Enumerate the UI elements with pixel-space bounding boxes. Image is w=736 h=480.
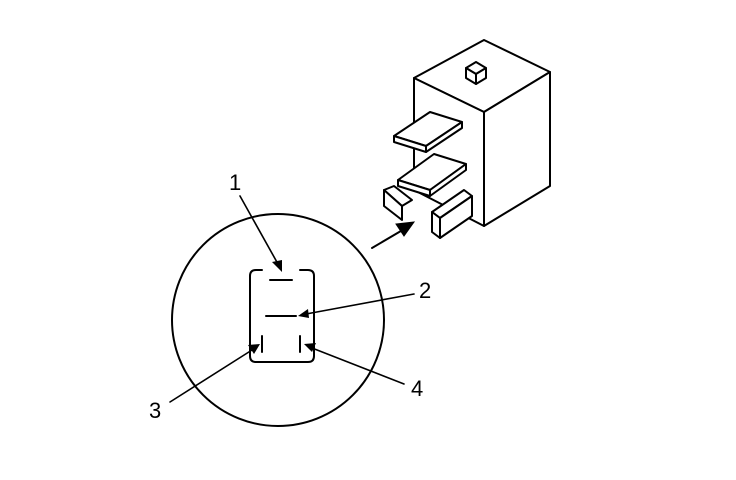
leader-line-2: [305, 293, 415, 315]
leader-line-4: [311, 347, 405, 385]
relay-right-face: [483, 71, 551, 227]
terminal-blade-lower-right: [431, 189, 473, 239]
leader-line-1: [239, 195, 279, 265]
pin-label-2: 2: [419, 278, 431, 303]
relay-terminals: [383, 111, 473, 239]
leader-lines: [169, 195, 415, 403]
relay-top-nub: [465, 61, 487, 85]
magnified-view-circle: [171, 213, 385, 427]
pin-label-4: 4: [411, 376, 423, 401]
terminal-blade-middle: [397, 153, 467, 197]
leader-line-3: [169, 349, 253, 403]
pin-labels: 1 2 3 4: [149, 170, 431, 423]
pin-outline: [249, 269, 315, 363]
pin-label-3: 3: [149, 398, 161, 423]
pointer-arrow: [371, 221, 416, 249]
pin-label-1: 1: [229, 170, 241, 195]
terminal-blade-lower-left: [383, 185, 413, 221]
pin-layout-symbol: [249, 269, 315, 363]
terminal-blade-upper: [393, 111, 463, 153]
